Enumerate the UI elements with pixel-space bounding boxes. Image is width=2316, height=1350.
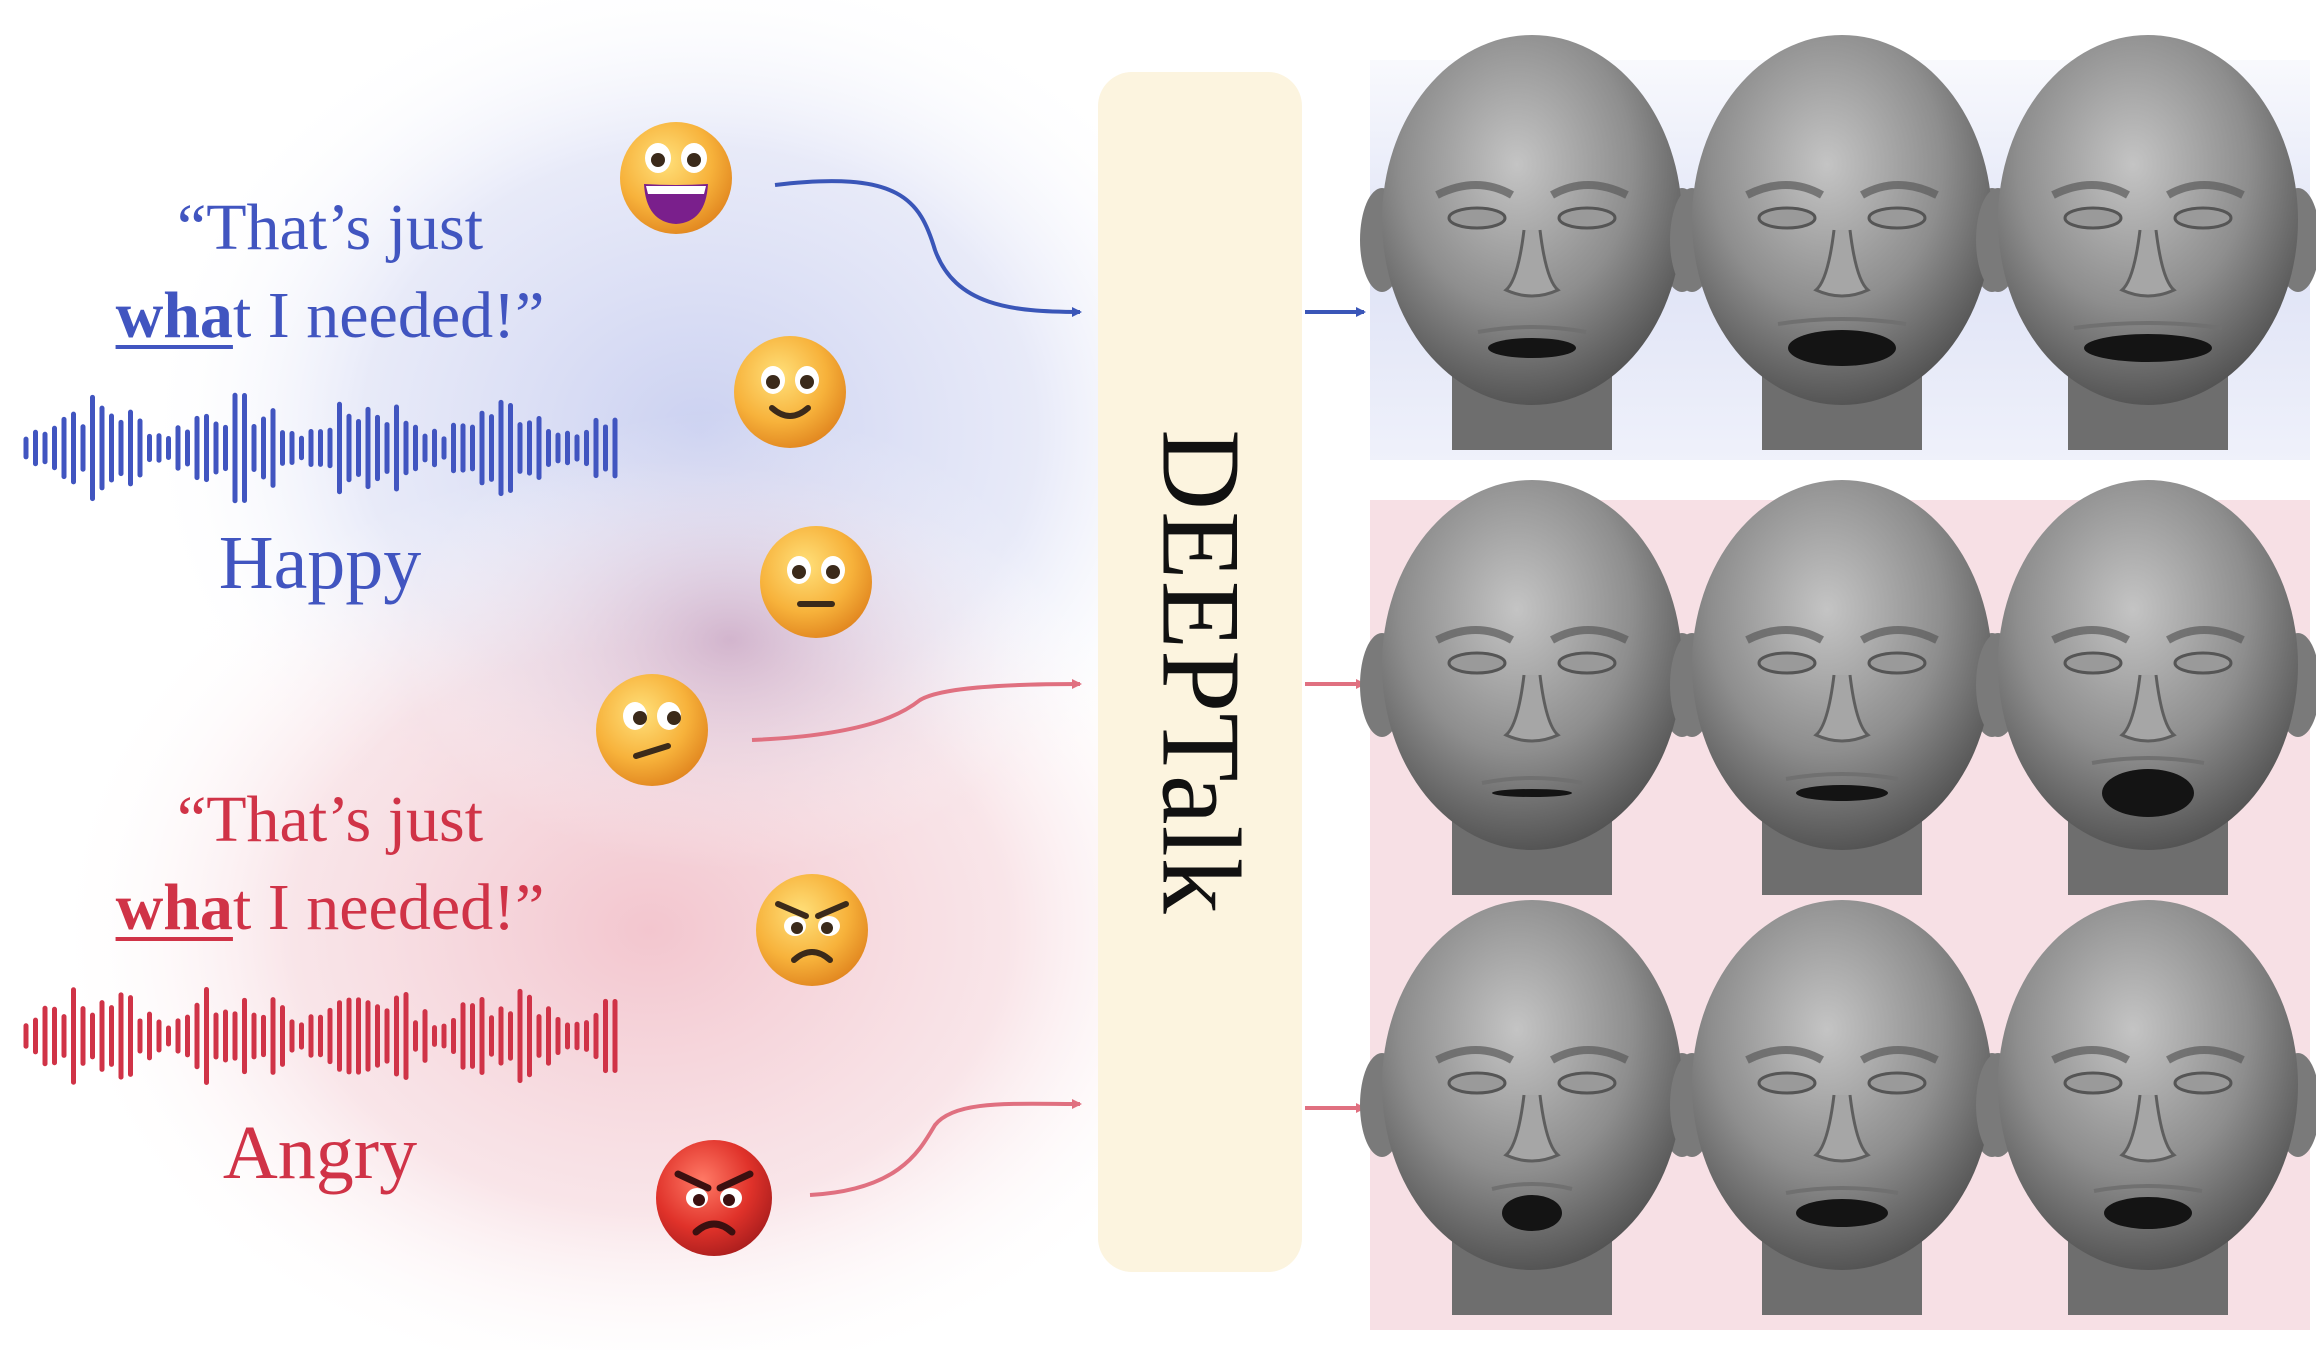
quote-happy-highlight: wha — [115, 279, 233, 352]
grinning-face-icon — [620, 122, 732, 234]
quote-angry-line2: what I needed!” — [20, 864, 640, 952]
face-angry-mild-1 — [1360, 480, 1704, 895]
face-happy-2 — [1670, 35, 2014, 450]
neutral-face-icon — [760, 526, 872, 638]
arrow-happy-to-model — [774, 179, 1082, 317]
emotion-label-happy: Happy — [218, 521, 422, 605]
emotion-space-background — [50, 0, 1260, 1350]
face-happy-3 — [1976, 35, 2316, 450]
angry-face-icon — [756, 874, 868, 986]
quote-happy-rest: t I needed!” — [232, 279, 545, 352]
waveform-happy — [23, 392, 618, 504]
quote-angry-line1: “That’s just — [176, 783, 484, 856]
arrow-enraged-to-model — [809, 1098, 1082, 1197]
quote-happy-line2: what I needed!” — [20, 272, 640, 360]
skeptical-face-icon — [596, 674, 708, 786]
face-grid — [1360, 35, 2316, 1315]
smiling-face-icon — [734, 336, 846, 448]
quote-angry: “That’s just what I needed!” — [20, 776, 640, 952]
quote-happy-line1: “That’s just — [176, 191, 484, 264]
face-angry-strong-1 — [1360, 900, 1704, 1315]
enraged-face-icon — [656, 1140, 772, 1256]
face-angry-mild-3 — [1976, 480, 2316, 895]
waveform-angry — [23, 987, 618, 1085]
deeptalk-model-label: DEEPTalk — [1138, 429, 1263, 915]
deeptalk-model-box: DEEPTalk — [1098, 72, 1302, 1272]
arrow-skeptical-to-model — [751, 679, 1082, 742]
face-angry-strong-3 — [1976, 900, 2316, 1315]
quote-angry-highlight: wha — [115, 871, 233, 944]
quote-happy: “That’s just what I needed!” — [20, 184, 640, 360]
emotion-label-angry: Angry — [222, 1111, 418, 1195]
quote-angry-rest: t I needed!” — [232, 871, 545, 944]
face-happy-1 — [1360, 35, 1704, 450]
